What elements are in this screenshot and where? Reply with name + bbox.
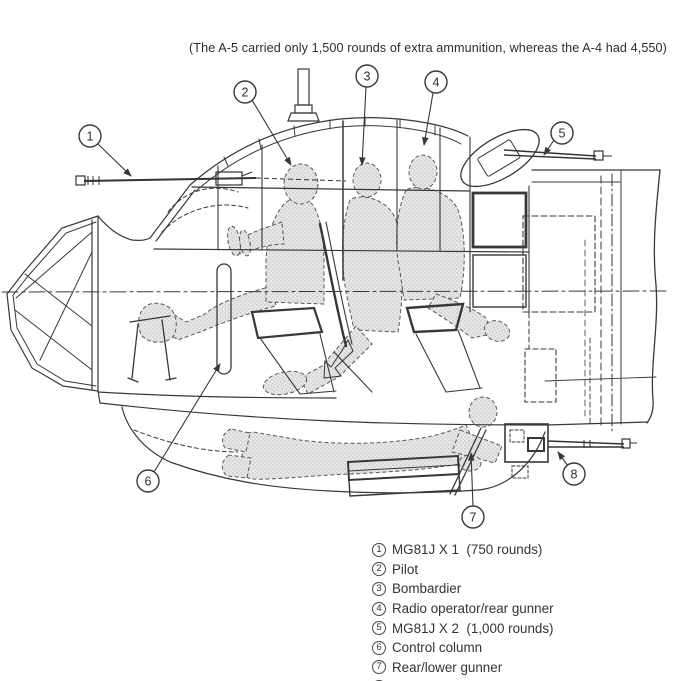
- pilot-figure: [138, 163, 325, 343]
- legend-item: 2 Pilot: [372, 560, 554, 580]
- callout-6: 6: [136, 469, 160, 493]
- windshield-frame: [97, 184, 249, 242]
- lower-gun-mount: [504, 423, 549, 479]
- callout-4: 4: [424, 70, 448, 94]
- legend-item: 6 Control column: [372, 638, 554, 658]
- callout-3: 3: [355, 64, 379, 88]
- rudder-pedals: [127, 315, 177, 383]
- legend-item-label: Rear/lower gunner: [392, 659, 503, 675]
- legend-number-badge: 3: [372, 581, 386, 596]
- callout-2: 2: [233, 80, 257, 104]
- legend-item-label: Pilot: [392, 561, 419, 577]
- aft-fuselage-section: [522, 169, 661, 434]
- legend-item: 7 Rear/lower gunner: [372, 658, 554, 678]
- legend-item-label: MG81J X 2 (1,000 rounds): [392, 620, 554, 636]
- legend-item: 4 Radio operator/rear gunner: [372, 599, 554, 619]
- legend-number-badge: 2: [372, 562, 386, 577]
- callout-4-number: 4: [433, 76, 440, 90]
- callout-3-number: 3: [364, 70, 371, 84]
- control-column: [216, 263, 232, 375]
- callout-badges: 1 2 3 4 5 6 7: [78, 64, 586, 529]
- ventral-gondola: [97, 390, 649, 497]
- legend-number-badge: 1: [372, 542, 386, 557]
- rear-twin-machine-gun: [503, 149, 612, 161]
- legend-number-badge: 6: [372, 640, 386, 655]
- legend-item-label: MG81J X 1 (750 rounds): [392, 542, 543, 558]
- legend-item: 8 MG81Z X 1 (900 rounds): [372, 677, 554, 681]
- legend-number-badge: 5: [372, 621, 386, 636]
- legend-item: 5 MG81J X 2 (1,000 rounds): [372, 618, 554, 638]
- callout-5: 5: [550, 121, 574, 145]
- antenna-mast: [287, 68, 320, 122]
- legend-item-label: MG81Z X 1 (900 rounds): [392, 679, 544, 681]
- cockpit-interior: [97, 221, 483, 399]
- callout-5-number: 5: [559, 127, 566, 141]
- callout-7-number: 7: [470, 511, 477, 525]
- callout-1: 1: [78, 124, 102, 148]
- legend-number-badge: 7: [372, 660, 386, 675]
- lower-rear-machine-gun: [547, 438, 637, 449]
- callout-2-number: 2: [242, 86, 249, 100]
- callout-8: 8: [562, 462, 586, 486]
- canopy-frame: [153, 116, 530, 314]
- figure-caption: (The A-5 carried only 1,500 rounds of ex…: [189, 41, 667, 55]
- callout-8-number: 8: [571, 468, 578, 482]
- legend-item-label: Control column: [392, 640, 483, 656]
- callout-6-number: 6: [145, 475, 152, 489]
- callout-leaders: [97, 86, 569, 507]
- legend-item-label: Radio operator/rear gunner: [392, 601, 554, 617]
- legend-item: 3 Bombardier: [372, 579, 554, 599]
- nose-glazing: [6, 215, 99, 392]
- callout-1-number: 1: [87, 130, 94, 144]
- legend-number-badge: 4: [372, 601, 386, 616]
- callout-7: 7: [461, 505, 485, 529]
- legend: 1 MG81J X 1 (750 rounds) 2 Pilot 3 Bomba…: [372, 540, 554, 681]
- legend-item: 1 MG81J X 1 (750 rounds): [372, 540, 554, 560]
- legend-item-label: Bombardier: [392, 581, 462, 597]
- rear-gun-bulge: [460, 128, 540, 188]
- lower-gunner-figure: [221, 396, 503, 480]
- front-machine-gun: [75, 171, 347, 186]
- radio-operator-figure: [396, 154, 511, 342]
